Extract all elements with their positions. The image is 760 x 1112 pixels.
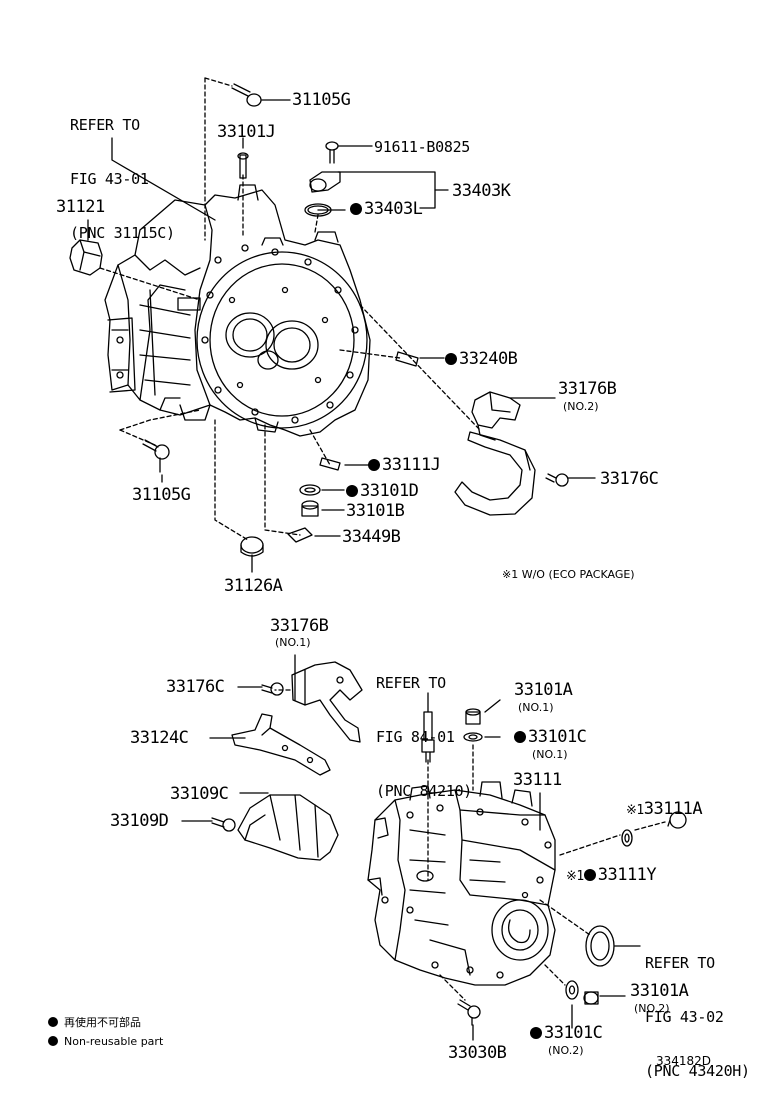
reference-fig-43-01: REFER TO FIG 43-01 (PNC 31115C) <box>70 80 175 260</box>
ref-line: (PNC 43420H) <box>645 1062 750 1080</box>
part-label-33176C-bottom: 33176C <box>166 677 225 697</box>
ref-line: REFER TO <box>376 674 446 692</box>
non-reusable-dot-icon <box>48 1017 58 1027</box>
part-label-33101B: 33101B <box>346 501 405 521</box>
part-label-33111J: 33111J <box>368 456 441 474</box>
part-label-33449B: 33449B <box>342 527 401 547</box>
part-label-33176B-no2: 33176B <box>558 379 617 399</box>
part-label-33403K: 33403K <box>452 181 511 201</box>
part-label-33101C-no1: 33101C <box>514 728 587 746</box>
part-label-31105G-top: 31105G <box>292 90 351 110</box>
part-label-33101C-no2: 33101C <box>530 1024 603 1042</box>
legend-japanese: 再使用不可部品 <box>48 1016 141 1029</box>
part-label-33240B: 33240B <box>445 350 518 368</box>
part-label-33101A-no1: 33101A <box>514 680 573 700</box>
legend-english: Non-reusable part <box>48 1035 163 1048</box>
sub-label-no2-33101A: (NO.2) <box>634 1002 670 1015</box>
solid-leaders-top <box>87 99 596 573</box>
small-parts-bottom <box>211 661 687 1026</box>
non-reusable-dot-icon <box>583 869 596 881</box>
ref-line: FIG 43-01 <box>70 170 149 188</box>
non-reusable-dot-icon <box>530 1027 542 1039</box>
part-label-33101J: 33101J <box>217 122 276 142</box>
sub-label-no1-33101A: (NO.1) <box>518 701 554 714</box>
part-label-33111: 33111 <box>513 770 562 790</box>
transaxle-housing-drawing <box>104 184 371 437</box>
non-reusable-dot-icon <box>514 731 526 743</box>
part-label-33101D: 33101D <box>346 482 419 500</box>
eco-package-note: ※1 W/O (ECO PACKAGE) <box>502 568 635 581</box>
ref-line: FIG 43-02 <box>645 1008 724 1026</box>
reference-fig-84-01: REFER TO FIG 84-01 (PNC 84210) <box>376 638 472 818</box>
reference-fig-43-02: REFER TO FIG 43-02 (PNC 43420H) <box>645 918 750 1098</box>
non-reusable-dot-icon <box>445 353 457 365</box>
part-label-31126A: 31126A <box>224 576 283 596</box>
ref-line: (PNC 31115C) <box>70 224 175 242</box>
part-label-31121: 31121 <box>56 197 105 217</box>
ref-line: REFER TO <box>70 116 140 134</box>
solid-leaders-bottom <box>181 654 641 1041</box>
part-label-31105G-bottom: 31105G <box>132 485 191 505</box>
part-label-33109C: 33109C <box>170 784 229 804</box>
non-reusable-dot-icon <box>48 1036 58 1046</box>
part-label-33111A: ※133111A <box>626 799 703 819</box>
ref-line: REFER TO <box>645 954 715 972</box>
part-label-33101A-no2: 33101A <box>630 981 689 1001</box>
ref-line: (PNC 84210) <box>376 782 473 800</box>
leader-lines-bottom <box>274 689 666 1001</box>
note-1-mark: ※1 <box>566 869 584 884</box>
non-reusable-dot-icon <box>368 459 380 471</box>
part-label-33176B-no1: 33176B <box>270 616 329 636</box>
note-1-mark: ※1 <box>626 803 644 818</box>
sub-label-no1-33176B: (NO.1) <box>275 636 311 649</box>
part-label-33124C: 33124C <box>130 728 189 748</box>
sub-label-no1-33101C: (NO.1) <box>532 748 568 761</box>
small-parts-top <box>69 83 569 557</box>
part-label-33176C-top: 33176C <box>600 469 659 489</box>
part-label-33403L: 33403L <box>350 200 423 218</box>
part-label-33030B: 33030B <box>448 1043 507 1063</box>
illustration-code: 334182D <box>656 1054 712 1068</box>
sub-label-no2-33101C: (NO.2) <box>548 1044 584 1057</box>
non-reusable-dot-icon <box>350 203 362 215</box>
sub-label-no2-33176B: (NO.2) <box>563 400 599 413</box>
part-label-33109D: 33109D <box>110 811 169 831</box>
ref-line: FIG 84-01 <box>376 728 455 746</box>
part-label-91611: 91611-B0825 <box>374 138 471 156</box>
non-reusable-dot-icon <box>346 485 358 497</box>
